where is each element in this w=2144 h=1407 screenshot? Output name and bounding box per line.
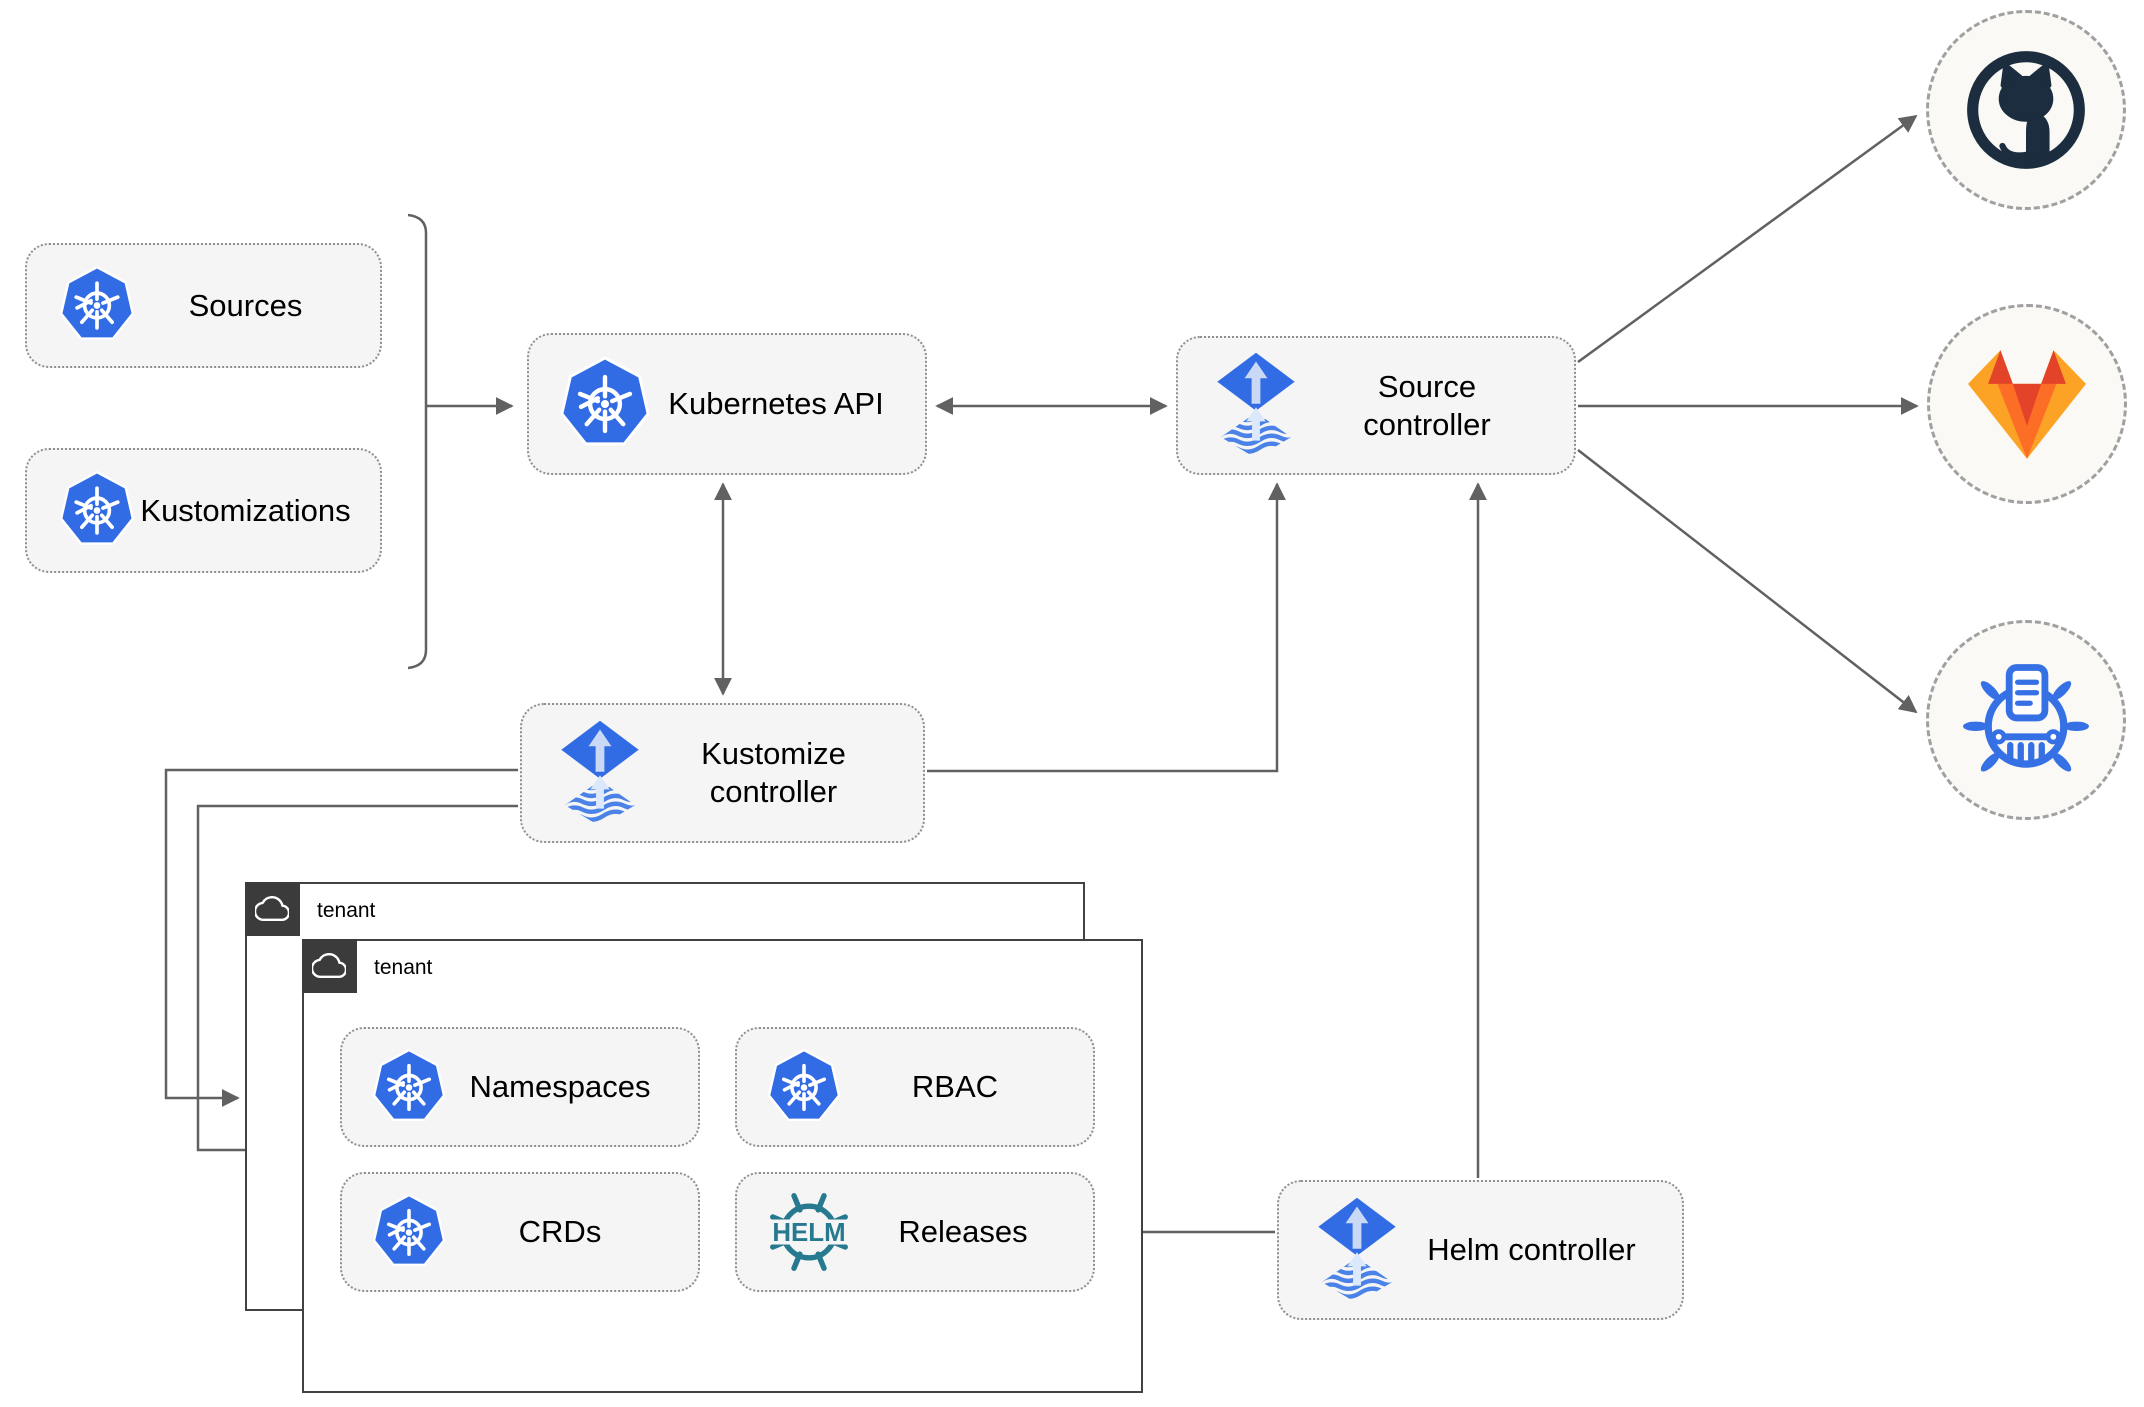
kubernetes-icon (57, 469, 137, 552)
cloud-icon (255, 894, 289, 923)
kubernetes-icon (370, 1047, 448, 1128)
node-kustomize-controller: Kustomize controller (520, 703, 925, 843)
node-label: Helm controller (1427, 1232, 1636, 1268)
node-label: RBAC (911, 1069, 999, 1105)
chartmuseum-icon (1963, 664, 2089, 772)
kubernetes-icon (557, 354, 653, 454)
node-label: Kustomizations (140, 492, 351, 528)
flux-icon (556, 719, 644, 828)
node-label: Namespaces (469, 1069, 651, 1105)
node-kubernetes-api: Kubernetes API (527, 333, 927, 475)
node-label: Releases (898, 1214, 1028, 1250)
node-label: CRDs (518, 1214, 602, 1250)
node-label: Kustomize controller (701, 736, 846, 809)
node-helm-controller: Helm controller (1277, 1180, 1684, 1320)
node-rbac: RBAC (735, 1027, 1095, 1147)
connector-source-to-github (1577, 114, 1918, 364)
node-releases: HELM Releases (735, 1172, 1095, 1292)
tenant-outer-tab (244, 881, 300, 936)
helm-icon: HELM (759, 1182, 859, 1282)
node-label: Source controller (1363, 368, 1491, 442)
node-crds: CRDs (340, 1172, 700, 1292)
tenant-inner-label: tenant (374, 956, 433, 979)
node-sources: Sources (25, 243, 382, 368)
node-kustomizations: Kustomizations (25, 448, 382, 573)
kubernetes-icon (57, 264, 137, 347)
gitlab-icon (1968, 349, 2086, 459)
github-icon (1967, 51, 2085, 169)
chartmuseum-node (1926, 620, 2126, 820)
kubernetes-icon (765, 1047, 843, 1128)
helm-wordmark: HELM (772, 1219, 845, 1247)
flux-icon (1212, 351, 1300, 460)
gitlab-node (1927, 304, 2127, 504)
node-label: Sources (188, 287, 303, 323)
github-node (1926, 10, 2126, 210)
connector-kustomize-to-source-controller (927, 482, 1286, 773)
bracket-sources-kustomizations (407, 213, 428, 670)
tenant-outer-label: tenant (317, 899, 376, 922)
node-namespaces: Namespaces (340, 1027, 700, 1147)
node-source-controller: Source controller (1176, 336, 1576, 475)
node-label: Kubernetes API (668, 386, 884, 422)
connector-source-to-chartmuseum (1577, 449, 1918, 714)
tenant-inner-box: tenant (301, 938, 1143, 1393)
flux-icon (1313, 1196, 1401, 1305)
kubernetes-icon (370, 1192, 448, 1273)
tenant-inner-tab (301, 938, 357, 993)
cloud-icon (312, 951, 346, 980)
